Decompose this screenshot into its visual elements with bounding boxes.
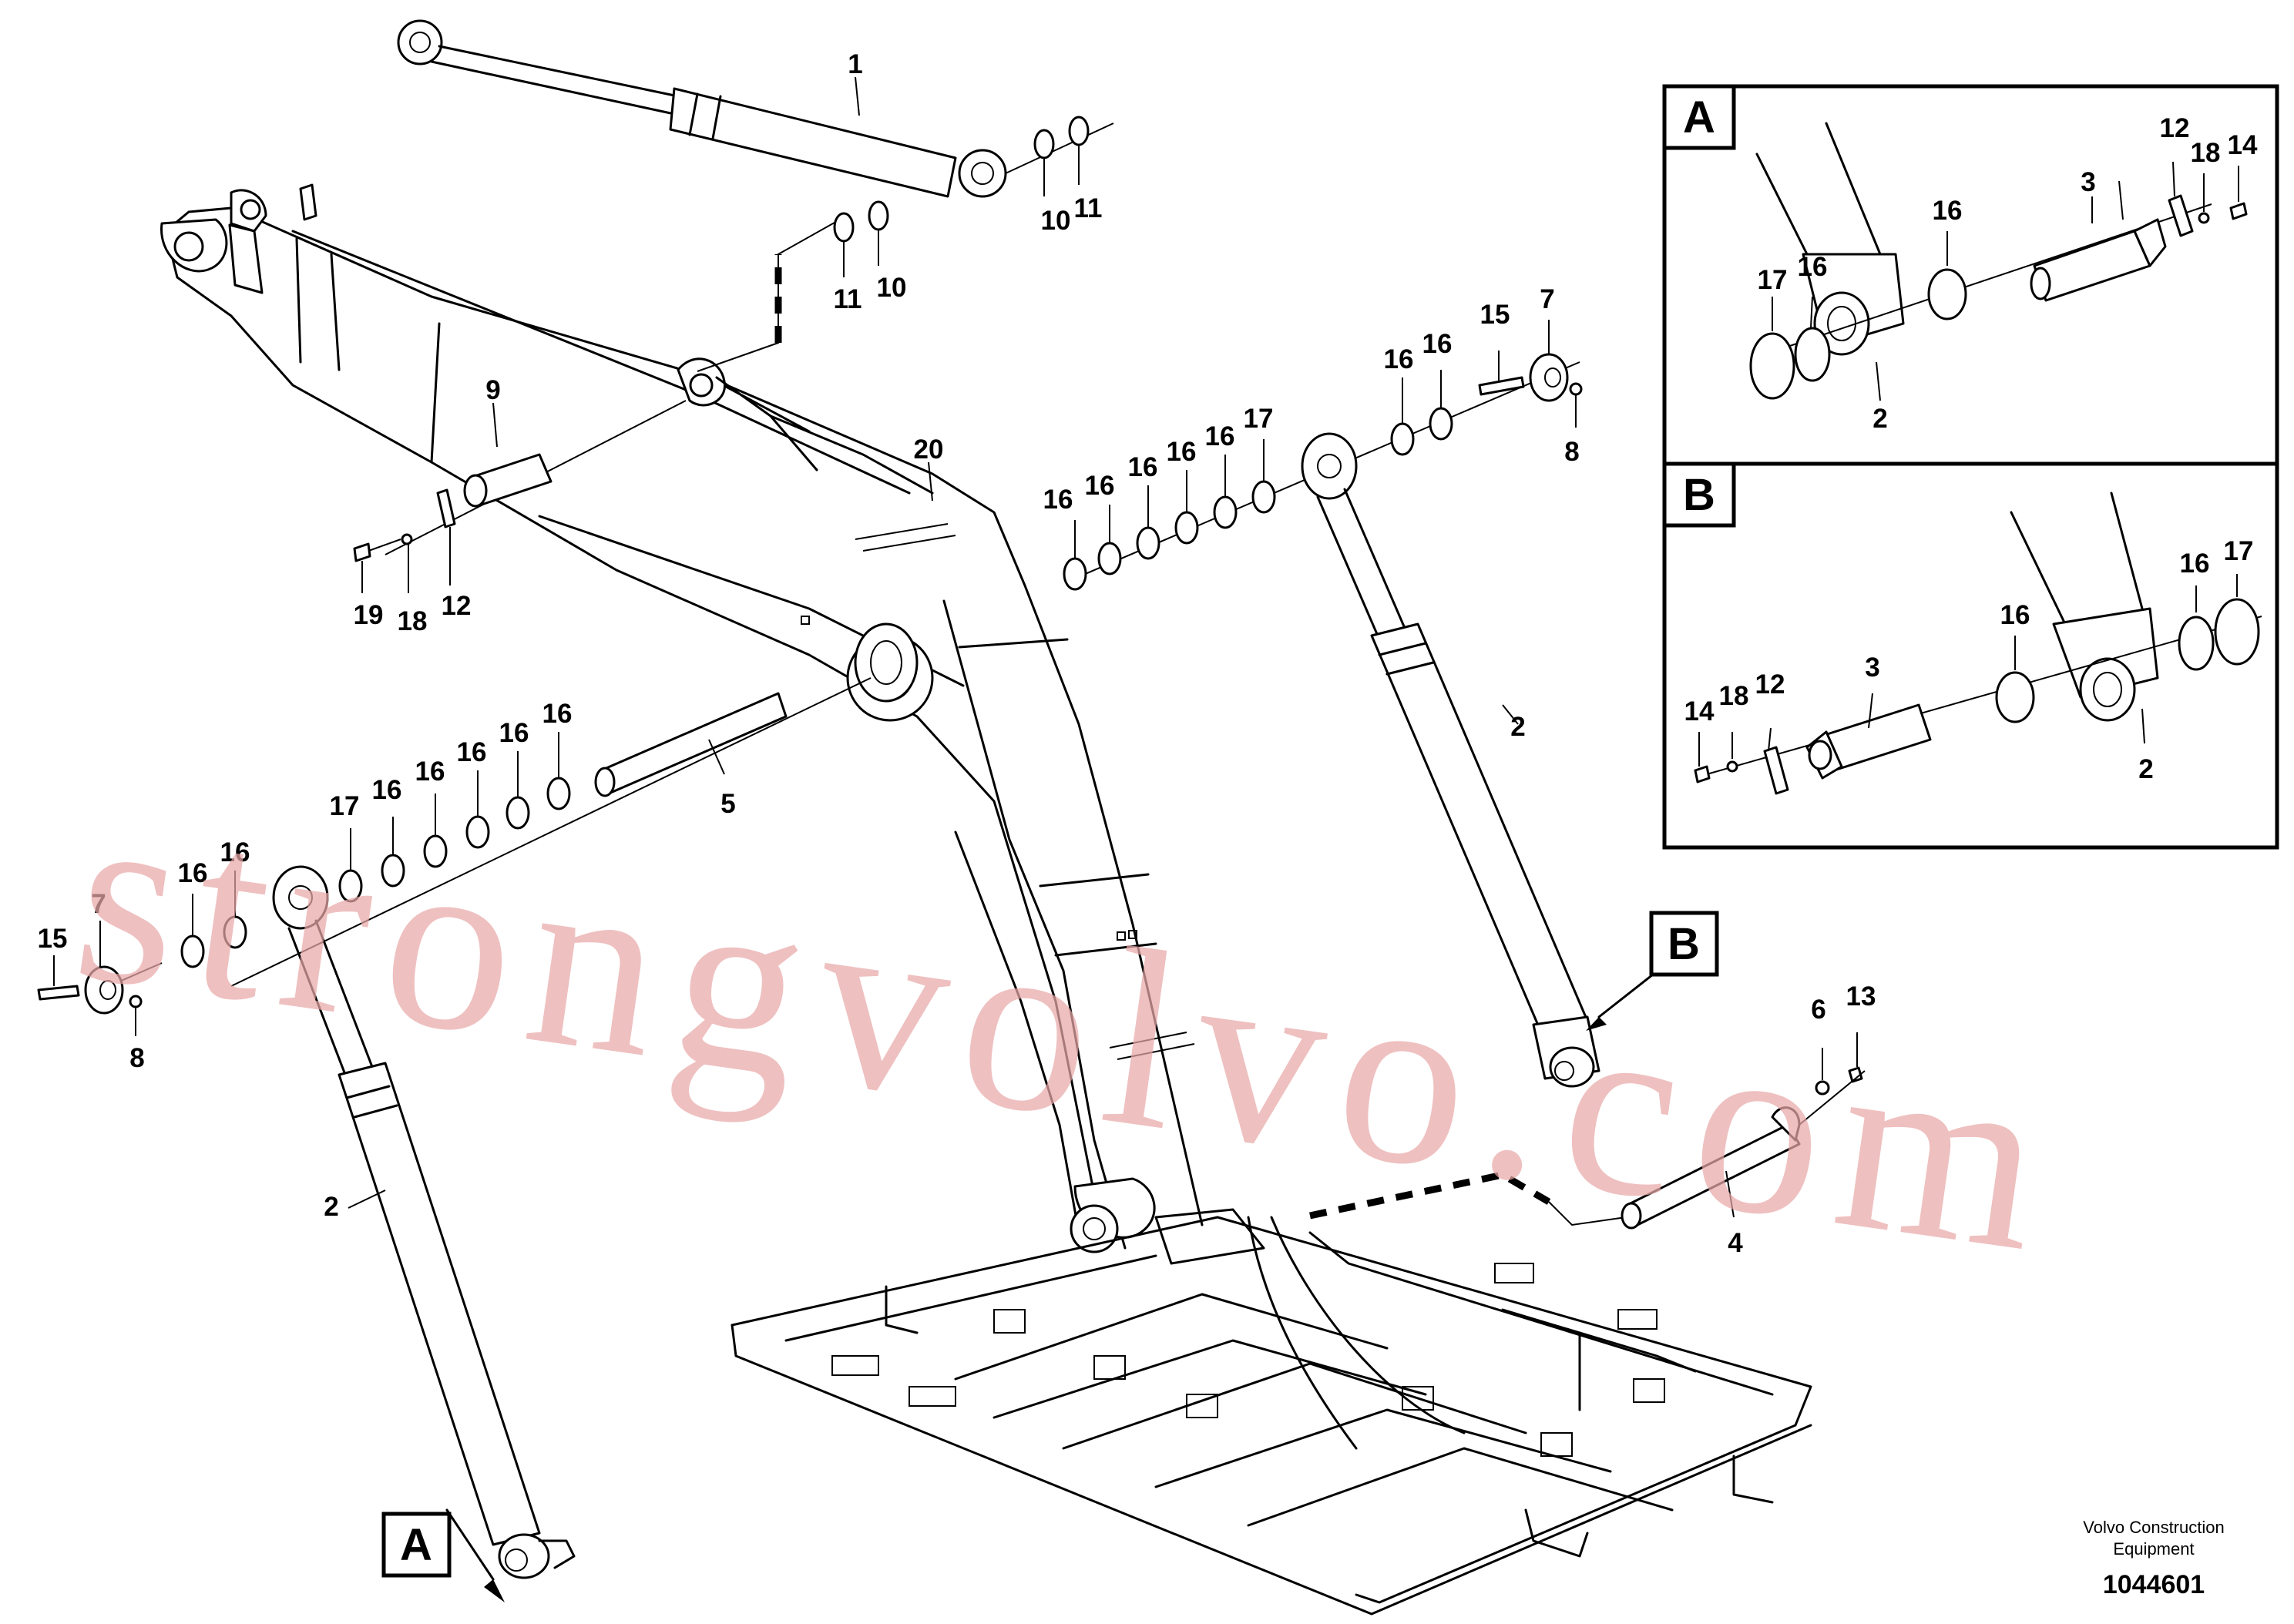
part-label-16: 16 [2000, 600, 2030, 630]
part-label-16: 16 [372, 775, 402, 805]
part-label-17: 17 [330, 791, 360, 821]
part-label-5: 5 [720, 789, 735, 819]
part-label-17: 17 [1758, 265, 1788, 295]
upper-frame-drawing [731, 1216, 1812, 1616]
part-label-8: 8 [1564, 437, 1579, 467]
part-label-16: 16 [1043, 485, 1073, 515]
pin-4 [1621, 1032, 1866, 1230]
part-label-12: 12 [2160, 113, 2190, 143]
part-label-3: 3 [2081, 167, 2095, 197]
part-label-7: 7 [91, 889, 106, 919]
cylinder-2-left [272, 865, 576, 1579]
detail-a-label: A [1683, 92, 1715, 143]
bushing-7-right [1478, 320, 1583, 428]
part-label-6: 6 [1811, 995, 1825, 1025]
part-label-3: 3 [1865, 653, 1879, 683]
part-label-16: 16 [542, 699, 573, 729]
part-label-16: 16 [1128, 452, 1158, 482]
part-label-10: 10 [877, 273, 907, 303]
part-label-18: 18 [398, 606, 428, 636]
callout-b: B [1586, 911, 1719, 1031]
part-label-7: 7 [1540, 284, 1554, 314]
washers-16-left-row [180, 732, 571, 968]
part-label-18: 18 [2191, 138, 2221, 168]
part-label-16: 16 [1422, 329, 1453, 359]
part-label-9: 9 [485, 375, 500, 405]
detail-panel-b: B [1662, 461, 2279, 850]
washers-16-17-right-row [1063, 370, 1453, 591]
part-label-18: 18 [1719, 681, 1749, 711]
part-label-11: 11 [1074, 193, 1103, 223]
part-label-13: 13 [1846, 981, 1876, 1012]
part-label-16: 16 [1085, 471, 1115, 501]
detail-panel-a: A [1662, 84, 2279, 466]
part-label-4: 4 [1728, 1228, 1743, 1258]
part-label-19: 19 [354, 600, 384, 630]
cylinder-2-right [1066, 361, 1600, 1088]
part-label-16: 16 [178, 858, 208, 888]
callout-b-label: B [1668, 919, 1700, 969]
part-label-16: 16 [415, 757, 445, 787]
detail-b-label: B [1683, 470, 1715, 520]
part-label-17: 17 [2224, 536, 2254, 566]
part-label-14: 14 [2228, 130, 2258, 160]
footer: Volvo Construction Equipment 1044601 [2083, 1518, 2224, 1599]
part-label-16: 16 [1205, 421, 1235, 451]
part-label-12: 12 [1755, 669, 1785, 700]
part-label-1: 1 [848, 49, 862, 79]
part-label-16: 16 [499, 718, 529, 748]
part-label-16: 16 [1384, 344, 1414, 374]
manufacturer-line-2: Equipment [2113, 1539, 2194, 1559]
part-label-16: 16 [1167, 437, 1197, 467]
part-label-16: 16 [1798, 252, 1828, 282]
leader-line-1 [697, 219, 841, 372]
part-label-16: 16 [2180, 549, 2210, 579]
boom-drawing [160, 183, 1265, 1265]
figure-id: 1044601 [2103, 1570, 2205, 1599]
part-label-11: 11 [834, 284, 862, 314]
part-label-12: 12 [442, 591, 472, 621]
part-label-15: 15 [1480, 300, 1510, 330]
callout-a-label: A [400, 1520, 432, 1570]
leader-to-pin-4 [1309, 1171, 1551, 1220]
part-label-2: 2 [2138, 754, 2153, 784]
part-label-2: 2 [1872, 404, 1887, 434]
part-label-2: 2 [324, 1192, 338, 1222]
part-number-labels: 1 10 11 11 10 9 19 18 12 20 5 16 16 16 1… [38, 49, 2258, 1258]
part-label-16: 16 [220, 837, 250, 867]
boom-pin-5 [230, 622, 919, 987]
part-label-16: 16 [457, 737, 487, 767]
pin-9 [353, 400, 687, 593]
part-label-17: 17 [1244, 404, 1274, 434]
bushing-7-left [37, 921, 163, 1036]
part-label-14: 14 [1684, 696, 1715, 726]
manufacturer-line-1: Volvo Construction [2083, 1518, 2224, 1537]
washers-10-11-top [833, 116, 1090, 277]
part-label-2: 2 [1510, 712, 1525, 742]
part-label-15: 15 [38, 924, 68, 954]
part-label-16: 16 [1933, 196, 1963, 226]
part-label-10: 10 [1041, 206, 1071, 236]
cylinder-1 [397, 19, 1114, 198]
callout-a: A [381, 1508, 505, 1602]
part-label-20: 20 [914, 435, 944, 465]
leader-line-4 [1548, 1201, 1627, 1226]
part-label-8: 8 [129, 1043, 144, 1073]
